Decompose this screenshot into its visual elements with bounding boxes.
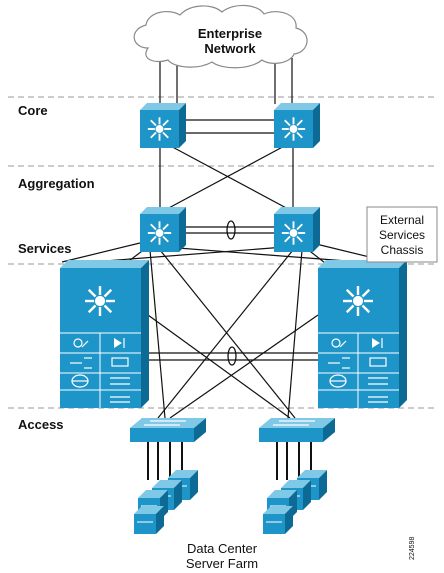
aggregation-switch-right [274,207,320,252]
layer-label-access: Access [18,417,64,432]
link-agg-services-1 [61,242,141,263]
server-uplinks [147,442,312,480]
link-core-agg-cross-2 [164,142,291,211]
service-module-icons-right [328,338,388,403]
port-channel-services-oval [227,346,237,366]
link-services-access-1 [147,314,291,419]
access-switch-right [259,418,335,442]
link-agg-services-6 [91,246,286,263]
callout-line3: Chassis [381,243,424,257]
callout-line2: Services [379,228,425,242]
service-module-icons-left [70,338,130,403]
layer-label-services: Services [18,241,72,256]
enterprise-network-cloud: Enterprise Network [133,4,308,69]
core-switch-right [274,103,320,148]
caption-line1: Data Center [187,541,258,556]
aggregation-switch-left [140,207,186,252]
services-chassis-left [60,260,149,408]
link-agg-services-3 [164,246,361,263]
caption-line2: Server Farm [186,556,258,571]
core-switch-left [140,103,186,148]
figure-id: 224598 [409,537,416,560]
port-channel-agg-oval [226,220,236,240]
services-chassis-right [318,260,407,408]
link-services-access-2 [169,314,319,419]
server-farm-right [263,470,327,534]
access-switch-left [130,418,206,442]
callout-line1: External [380,213,424,227]
cloud-label-line1: Enterprise [198,26,262,41]
server-farm-left [134,470,198,534]
link-agg-access-2 [159,249,296,419]
link-agg-access-3 [157,249,294,419]
link-agg-access-1 [149,249,166,419]
link-agg-access-4 [287,249,303,419]
cloud-label-line2: Network [204,41,256,56]
connection-links [61,58,391,419]
external-services-callout: External Services Chassis [366,206,438,263]
layer-label-core: Core [18,103,48,118]
layer-label-aggregation: Aggregation [18,176,95,191]
